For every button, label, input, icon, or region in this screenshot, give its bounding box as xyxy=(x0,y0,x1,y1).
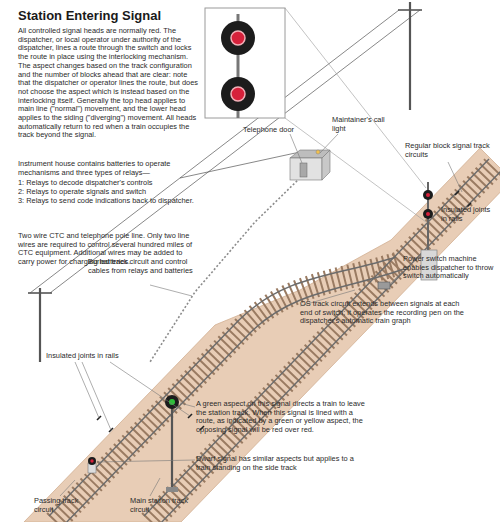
red-lamp xyxy=(426,212,430,216)
inset-leader xyxy=(285,118,426,222)
note-text: Instrument house contains batteries to o… xyxy=(18,160,196,177)
signal-mast xyxy=(171,405,173,490)
house-side xyxy=(322,150,330,180)
leader-line xyxy=(320,134,338,153)
signal-base xyxy=(166,487,178,492)
leader-line xyxy=(448,162,462,192)
part-label: Buried track circuit and control cables … xyxy=(88,258,196,275)
red-lamp xyxy=(426,193,430,197)
red-lamp xyxy=(231,31,245,45)
leader-line xyxy=(75,362,99,418)
signal-head xyxy=(423,209,433,219)
list-item: 2: Relays to operate signals and switch xyxy=(18,188,196,197)
dwarf-signal xyxy=(88,457,96,465)
note-text: A green aspect on this signal directs a … xyxy=(196,400,368,435)
signal-mast xyxy=(427,182,429,258)
part-label: Insulated joints in rails xyxy=(441,206,497,223)
leader-line xyxy=(150,478,160,496)
telephone-pole xyxy=(39,288,41,362)
rail xyxy=(156,171,500,522)
signal-head xyxy=(423,190,433,200)
leader-line xyxy=(150,285,192,296)
signal-head xyxy=(221,21,255,55)
note-text: Dwarf signal has similar aspects but app… xyxy=(196,455,356,472)
list-item: 1: Relays to decode dispatcher's control… xyxy=(18,179,196,188)
rail xyxy=(49,257,396,516)
crossarm xyxy=(398,9,422,11)
call-light xyxy=(316,150,320,154)
leader-line xyxy=(110,362,190,416)
part-label: Maintainer's call light xyxy=(332,116,388,133)
telephone-door xyxy=(300,163,307,177)
leader-line xyxy=(290,134,302,163)
leader-line xyxy=(60,480,75,496)
part-label: Passing track circuit xyxy=(34,497,90,514)
part-label: Insulated joints in rails xyxy=(46,352,156,361)
part-label: OS track circuit extends between signals… xyxy=(300,300,472,326)
note-text: All controlled signal heads are normally… xyxy=(18,27,200,140)
insulated-joints xyxy=(97,191,471,432)
drop-wire xyxy=(180,152,300,178)
crossarm xyxy=(28,292,52,294)
part-label: Main station track circuit xyxy=(130,497,200,514)
leader-line xyxy=(180,403,195,407)
inset-leader xyxy=(285,8,426,188)
inset-frame xyxy=(205,8,285,118)
list-item: 3: Relays to send code indications back … xyxy=(18,197,196,206)
red-lamp xyxy=(231,87,245,101)
title: Station Entering Signal xyxy=(18,8,161,23)
switch-machine xyxy=(378,282,390,289)
part-label: Power switch machine enables dispatcher … xyxy=(403,255,498,281)
leader-line xyxy=(82,362,111,430)
leader-line xyxy=(97,460,195,462)
leader-line xyxy=(390,272,402,284)
part-label: Regular block signal track circuits xyxy=(405,142,495,159)
rail xyxy=(144,159,489,516)
signal-head xyxy=(221,77,255,111)
red-lamp xyxy=(90,459,93,462)
insulated-joint xyxy=(455,191,459,195)
instrument-house xyxy=(290,158,322,180)
part-label: Telephone door xyxy=(232,126,294,135)
